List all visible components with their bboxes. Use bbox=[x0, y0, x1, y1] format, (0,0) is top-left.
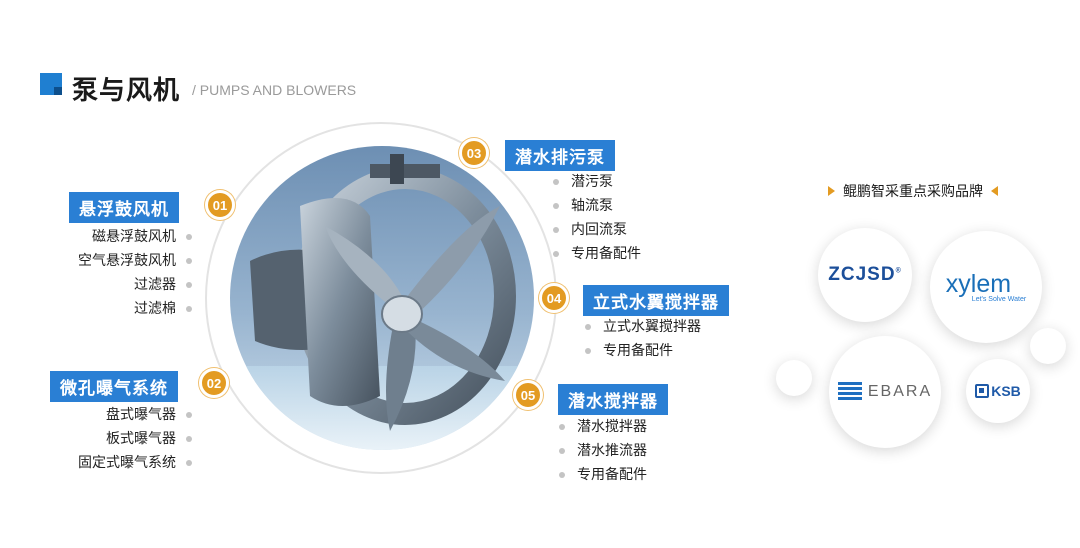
list-item: 过滤器 bbox=[40, 273, 192, 297]
ebara-mark-icon bbox=[837, 382, 862, 400]
decorative-bubble bbox=[1030, 328, 1066, 364]
bullet-icon bbox=[186, 306, 192, 312]
bullet-icon bbox=[553, 251, 559, 257]
list-item: 轴流泵 bbox=[553, 194, 641, 218]
category-title: 潜水排污泵 bbox=[505, 140, 615, 171]
ksb-mark-icon bbox=[975, 384, 990, 398]
category-label-05: 潜水搅拌器 bbox=[558, 384, 668, 415]
brands-title: 鲲鹏智采重点采购品牌 bbox=[828, 181, 998, 201]
zcjsd-logo: ZCJSD® bbox=[828, 264, 902, 285]
category-items-01: 磁悬浮鼓风机 空气悬浮鼓风机 过滤器 过滤棉 bbox=[40, 225, 192, 321]
brand-xylem: xylem Let's Solve Water bbox=[930, 231, 1042, 343]
page-title: 泵与风机 bbox=[72, 76, 181, 106]
list-item: 专用备配件 bbox=[553, 242, 641, 266]
title-accent-icon bbox=[40, 73, 62, 95]
brand-zcjsd: ZCJSD® bbox=[818, 228, 912, 322]
bullet-icon bbox=[186, 436, 192, 442]
list-item: 内回流泵 bbox=[553, 218, 641, 242]
xylem-logo: xylem Let's Solve Water bbox=[945, 269, 1027, 303]
number-badge-05: 05 bbox=[513, 380, 543, 410]
triangle-right-icon bbox=[828, 186, 835, 196]
list-item: 潜水搅拌器 bbox=[559, 415, 647, 439]
bullet-icon bbox=[559, 448, 565, 454]
bullet-icon bbox=[186, 282, 192, 288]
list-item: 专用备配件 bbox=[559, 463, 647, 487]
brand-ebara: EBARA bbox=[829, 336, 941, 448]
category-label-03: 潜水排污泵 bbox=[505, 140, 615, 171]
bullet-icon bbox=[585, 324, 591, 330]
category-items-03: 潜污泵 轴流泵 内回流泵 专用备配件 bbox=[553, 170, 641, 266]
category-items-02: 盘式曝气器 板式曝气器 固定式曝气系统 bbox=[40, 403, 192, 475]
list-item: 盘式曝气器 bbox=[40, 403, 192, 427]
list-item: 潜污泵 bbox=[553, 170, 641, 194]
bullet-icon bbox=[559, 472, 565, 478]
number-badge-02: 02 bbox=[199, 368, 229, 398]
bullet-icon bbox=[585, 348, 591, 354]
number-badge-01: 01 bbox=[205, 190, 235, 220]
bullet-icon bbox=[553, 227, 559, 233]
triangle-left-icon bbox=[991, 186, 998, 196]
list-item: 空气悬浮鼓风机 bbox=[40, 249, 192, 273]
category-title: 立式水翼搅拌器 bbox=[583, 285, 729, 316]
page-subtitle: / PUMPS AND BLOWERS bbox=[192, 82, 357, 98]
bullet-icon bbox=[559, 424, 565, 430]
category-label-01: 悬浮鼓风机 bbox=[69, 192, 179, 223]
list-item: 板式曝气器 bbox=[40, 427, 192, 451]
mixer-propeller-image bbox=[230, 146, 534, 450]
list-item: 过滤棉 bbox=[40, 297, 192, 321]
decorative-bubble bbox=[776, 360, 812, 396]
ksb-logo: KSB bbox=[975, 383, 1021, 399]
list-item: 专用备配件 bbox=[585, 339, 701, 363]
ebara-logo: EBARA bbox=[837, 382, 932, 402]
category-label-02: 微孔曝气系统 bbox=[50, 371, 178, 402]
bullet-icon bbox=[186, 412, 192, 418]
category-items-05: 潜水搅拌器 潜水推流器 专用备配件 bbox=[559, 415, 647, 487]
list-item: 固定式曝气系统 bbox=[40, 451, 192, 475]
category-title: 微孔曝气系统 bbox=[50, 371, 178, 402]
number-badge-03: 03 bbox=[459, 138, 489, 168]
category-title: 潜水搅拌器 bbox=[558, 384, 668, 415]
bullet-icon bbox=[553, 179, 559, 185]
list-item: 磁悬浮鼓风机 bbox=[40, 225, 192, 249]
category-items-04: 立式水翼搅拌器 专用备配件 bbox=[585, 315, 701, 363]
number-badge-04: 04 bbox=[539, 283, 569, 313]
category-title: 悬浮鼓风机 bbox=[69, 192, 179, 223]
brand-ksb: KSB bbox=[966, 359, 1030, 423]
bullet-icon bbox=[186, 258, 192, 264]
list-item: 潜水推流器 bbox=[559, 439, 647, 463]
brands-title-text: 鲲鹏智采重点采购品牌 bbox=[843, 184, 983, 200]
bullet-icon bbox=[186, 234, 192, 240]
bullet-icon bbox=[553, 203, 559, 209]
category-label-04: 立式水翼搅拌器 bbox=[583, 285, 729, 316]
bullet-icon bbox=[186, 460, 192, 466]
list-item: 立式水翼搅拌器 bbox=[585, 315, 701, 339]
